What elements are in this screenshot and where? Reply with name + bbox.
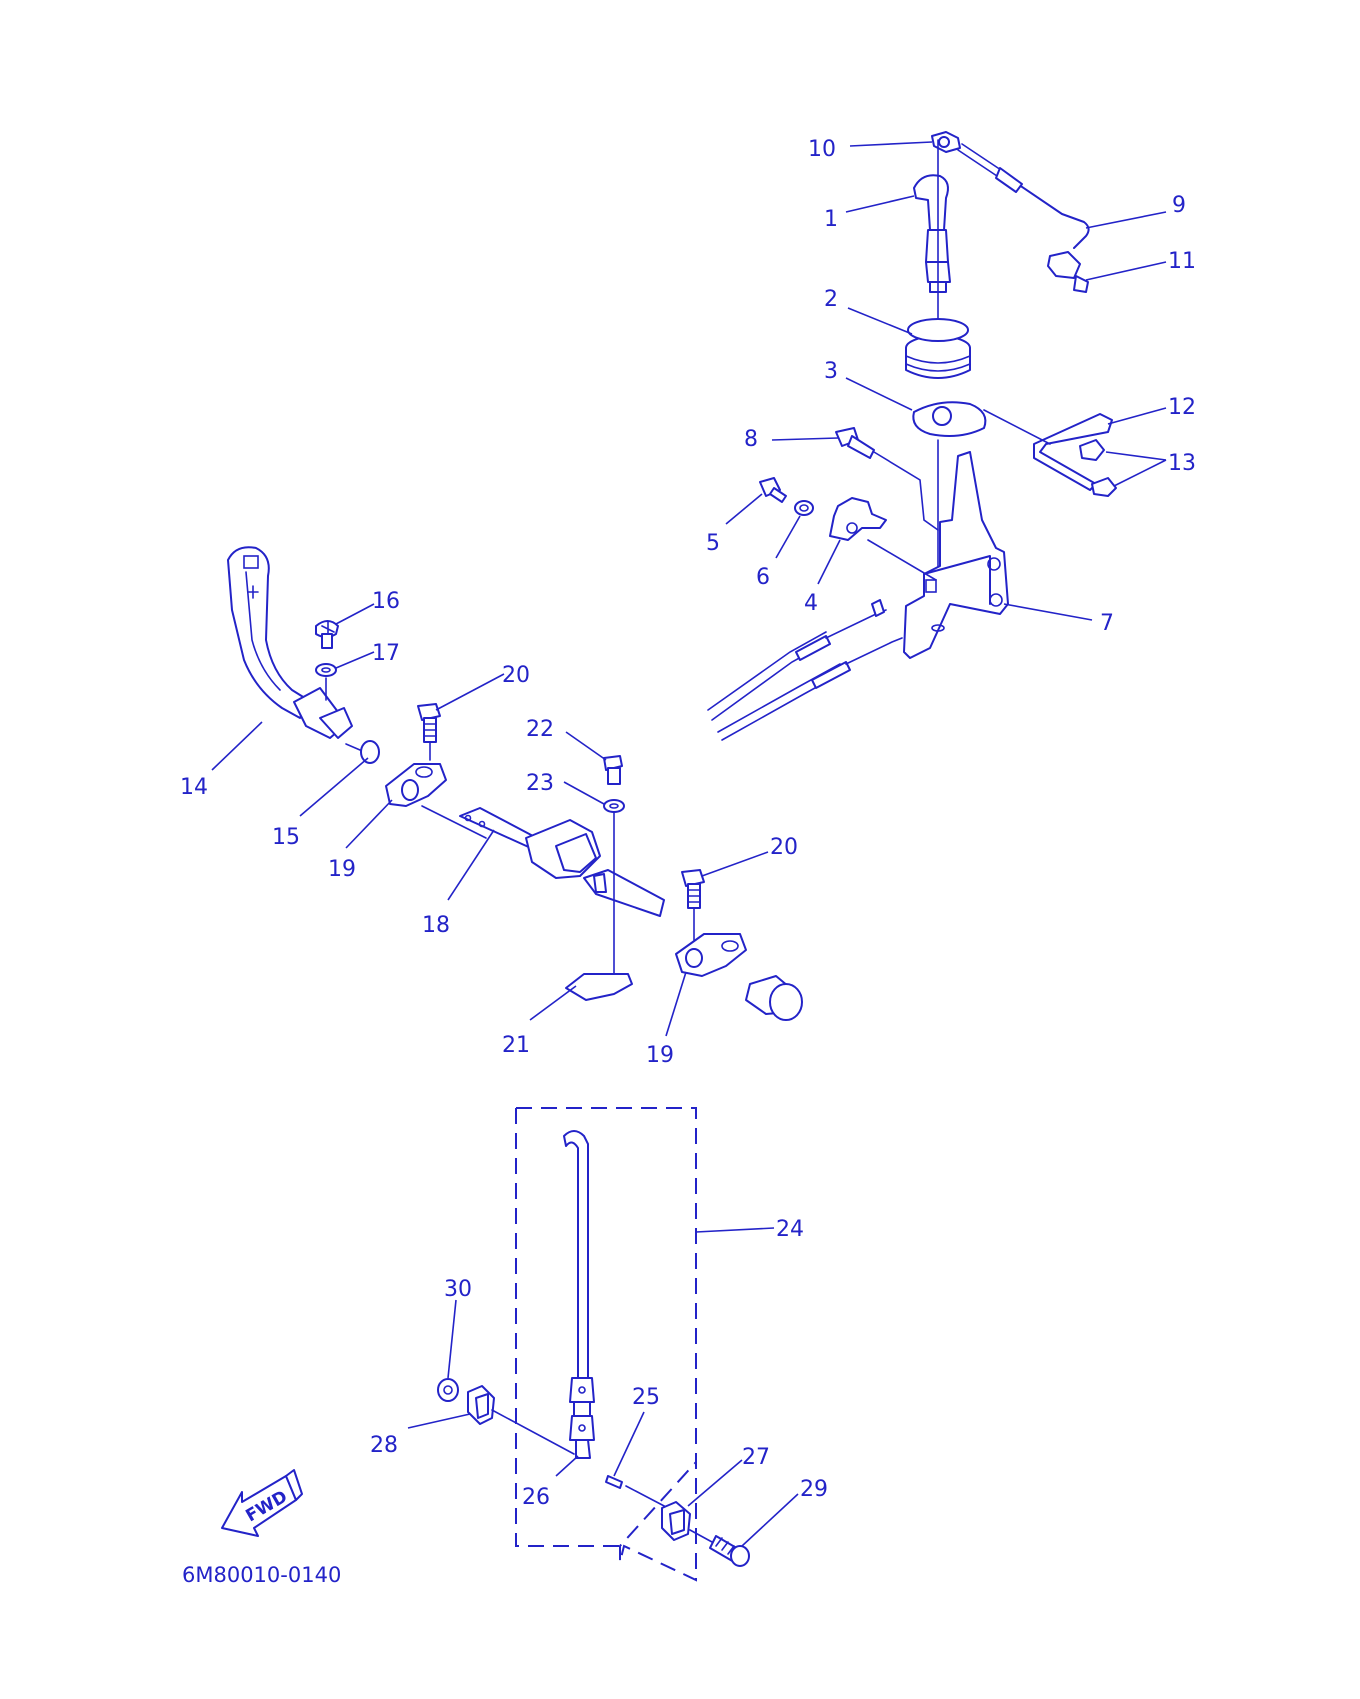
callout-10: 10 <box>808 137 836 162</box>
callout-19-left: 19 <box>328 857 356 882</box>
callout-20-right: 20 <box>770 835 798 860</box>
callout-14: 14 <box>180 775 208 800</box>
callout-12: 12 <box>1168 395 1196 420</box>
callout-17: 17 <box>372 641 400 666</box>
part-19-bracket-right <box>675 933 747 977</box>
part-13-clips <box>1079 439 1117 497</box>
part-20-bolt-left <box>417 703 441 761</box>
part-9-link-rod <box>957 143 1090 249</box>
callout-25: 25 <box>632 1385 660 1410</box>
callout-19-right: 19 <box>646 1043 674 1068</box>
part-17-washer <box>315 663 337 701</box>
part-8-bolt <box>835 427 875 459</box>
part-10-nut <box>931 131 961 153</box>
callout-26: 26 <box>522 1485 550 1510</box>
callout-4: 4 <box>804 591 818 616</box>
callout-28: 28 <box>370 1433 398 1458</box>
callout-27: 27 <box>742 1445 770 1470</box>
callout-2: 2 <box>824 287 838 312</box>
callout-9: 9 <box>1172 193 1186 218</box>
part-18-shift-shaft <box>421 805 665 917</box>
part-30-nut <box>437 1378 459 1402</box>
part-16-screw <box>315 620 339 649</box>
callout-8: 8 <box>744 427 758 452</box>
part-1-lever-shaft <box>913 139 951 331</box>
part-2-spring <box>905 318 971 379</box>
part-14-remote-lever <box>227 546 353 739</box>
part-28-clip <box>467 1385 575 1455</box>
callout-7: 7 <box>1100 611 1114 636</box>
callout-1: 1 <box>824 207 838 232</box>
callout-labels: 10 1 9 11 2 3 12 13 8 5 6 4 7 16 17 14 1… <box>180 137 1196 1510</box>
callout-21: 21 <box>502 1033 530 1058</box>
callout-16: 16 <box>372 589 400 614</box>
part-22-bolt <box>603 755 623 785</box>
part-12-rod <box>983 409 1113 491</box>
part-24-rod <box>563 1130 595 1459</box>
part-7-bracket <box>873 451 1009 659</box>
callout-22: 22 <box>526 717 554 742</box>
part-3-plate <box>912 401 987 611</box>
callout-6: 6 <box>756 565 770 590</box>
cap-part <box>745 975 803 1021</box>
part-23-washer <box>603 799 625 975</box>
part-15-oring <box>345 740 380 764</box>
part-27-clip <box>661 1501 691 1541</box>
callout-23: 23 <box>526 771 554 796</box>
callout-13: 13 <box>1168 451 1196 476</box>
callout-11: 11 <box>1168 249 1196 274</box>
callout-3: 3 <box>824 359 838 384</box>
callout-5: 5 <box>706 531 720 556</box>
callout-30: 30 <box>444 1277 472 1302</box>
callout-24: 24 <box>776 1217 804 1242</box>
callout-15: 15 <box>272 825 300 850</box>
part-25-pin <box>605 1475 669 1509</box>
leader-lines <box>211 141 1167 1547</box>
part-6-washer <box>794 500 814 516</box>
callout-20-left: 20 <box>502 663 530 688</box>
control-cables <box>707 599 903 741</box>
callout-29: 29 <box>800 1477 828 1502</box>
diagram-code: 6M80010-0140 <box>182 1563 341 1587</box>
part-24-group-outline <box>515 1107 697 1582</box>
part-21-plate <box>565 973 633 1001</box>
part-4-clamp <box>829 497 937 581</box>
fwd-arrow-icon: FWD <box>221 1469 303 1537</box>
part-20-bolt-right <box>681 869 705 941</box>
part-11-joint <box>1047 251 1089 293</box>
callout-18: 18 <box>422 913 450 938</box>
part-19-bracket-left <box>385 763 447 807</box>
part-5-bolt <box>759 477 787 503</box>
part-29-bolt <box>689 1529 750 1567</box>
